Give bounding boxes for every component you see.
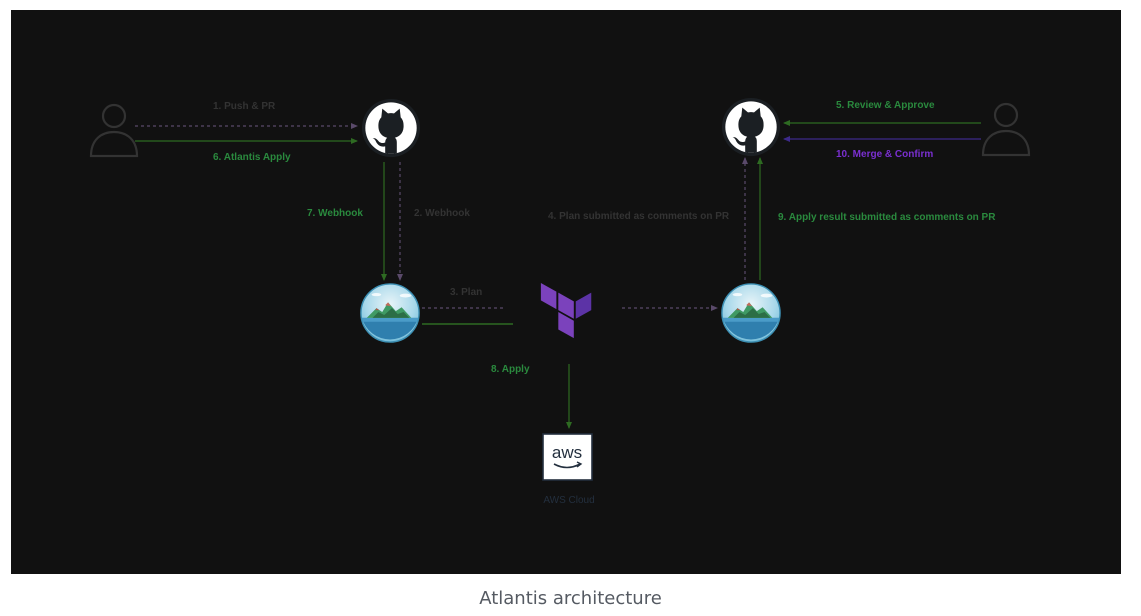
label-webhook-7: 7. Webhook — [307, 208, 363, 219]
label-atlantis-apply: 6. Atlantis Apply — [213, 152, 291, 163]
label-push-pr: 1. Push & PR — [213, 101, 276, 112]
diagram-frame: aws AWS Cloud 1. Push & PR 6. Atlantis A… — [11, 10, 1121, 574]
github-icon — [721, 97, 781, 157]
label-plan: 3. Plan — [450, 287, 482, 298]
label-review-approve: 5. Review & Approve — [836, 100, 935, 111]
github-icon — [361, 98, 421, 158]
user-icon — [981, 102, 1031, 157]
figure-caption: Atlantis architecture — [479, 588, 662, 609]
label-webhook-2: 2. Webhook — [414, 208, 470, 219]
label-plan-comments: 4. Plan submitted as comments on PR — [548, 211, 730, 222]
aws-icon: aws — [542, 433, 593, 481]
label-apply-result: 9. Apply result submitted as comments on… — [778, 212, 996, 223]
aws-logo-text: aws — [552, 443, 582, 462]
terraform-icon — [540, 282, 592, 339]
user-icon — [89, 103, 139, 158]
architecture-diagram: aws AWS Cloud 1. Push & PR 6. Atlantis A… — [89, 97, 1031, 506]
atlantis-icon — [360, 283, 420, 343]
aws-caption: AWS Cloud — [543, 495, 594, 506]
label-merge-confirm: 10. Merge & Confirm — [836, 149, 933, 160]
atlantis-icon — [721, 283, 781, 343]
label-apply: 8. Apply — [491, 364, 530, 375]
